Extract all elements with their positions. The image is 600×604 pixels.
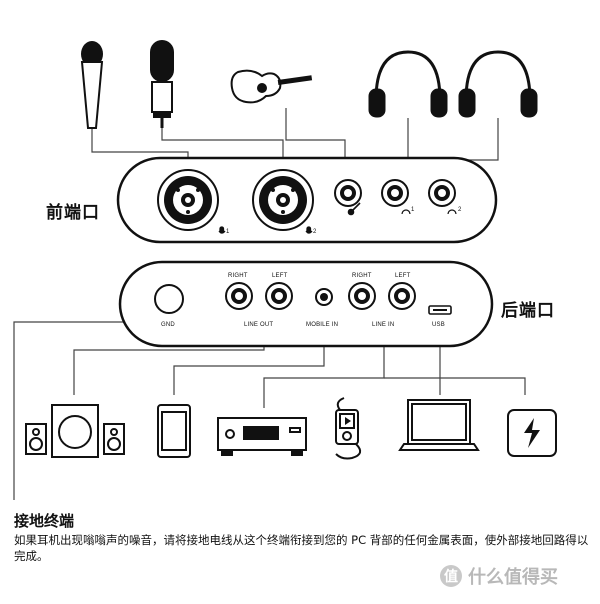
watermark-logo-icon: 值	[440, 565, 462, 587]
headphones-icon	[368, 50, 538, 118]
mic-label-2: 2	[313, 229, 317, 235]
headphone-label-2: 2	[458, 207, 462, 213]
usb-port	[428, 305, 452, 315]
guitar-symbol-icon	[347, 202, 361, 216]
speakers-icon	[25, 404, 125, 458]
line-in-right-label: RIGHT	[352, 273, 372, 279]
guitar-icon	[230, 69, 313, 104]
phone-icon	[157, 404, 191, 458]
line-out-label: LINE OUT	[244, 322, 274, 328]
usb-label: USB	[432, 322, 445, 328]
laptop-icon	[398, 399, 480, 451]
cd-player-icon	[217, 417, 307, 456]
dynamic-mic-icon	[80, 41, 104, 129]
xlr-combo-jack-2	[252, 169, 314, 231]
front-panel	[116, 156, 498, 244]
mic-label-1: 1	[226, 229, 230, 235]
power-bank-icon	[507, 409, 557, 457]
mp3-player-icon	[335, 397, 362, 460]
mic-symbol-icon	[218, 226, 313, 234]
mobile-in-jack	[315, 288, 333, 306]
gnd-label: GND	[161, 322, 175, 328]
mobile-in-label: MOBILE IN	[306, 322, 339, 328]
rca-line-out-left	[265, 282, 293, 310]
rca-line-out-right	[225, 282, 253, 310]
watermark: 值 什么值得买	[440, 563, 558, 589]
rear-panel	[118, 260, 494, 348]
grounding-title: 接地终端	[14, 512, 75, 530]
xlr-combo-jack-1	[157, 169, 219, 231]
headphone-symbol-icon	[401, 209, 457, 215]
line-out-left-label: LEFT	[272, 273, 288, 279]
condenser-mic-icon	[150, 40, 174, 128]
instrument-jack	[334, 179, 362, 207]
gnd-terminal	[154, 284, 184, 314]
front-panel-title: 前端口	[46, 203, 100, 223]
grounding-description: 如果耳机出现嗡嗡声的噪音，请将接地电线从这个终端衔接到您的 PC 背部的任何金属…	[14, 533, 589, 563]
rca-line-in-left	[388, 282, 416, 310]
rear-panel-title: 后端口	[501, 301, 555, 321]
line-out-right-label: RIGHT	[228, 273, 248, 279]
headphone-jack-2	[428, 179, 456, 207]
line-in-left-label: LEFT	[395, 273, 411, 279]
line-in-label: LINE IN	[372, 322, 395, 328]
headphone-jack-1	[381, 179, 409, 207]
rca-line-in-right	[348, 282, 376, 310]
watermark-text: 什么值得买	[468, 567, 558, 588]
headphone-label-1: 1	[411, 207, 415, 213]
